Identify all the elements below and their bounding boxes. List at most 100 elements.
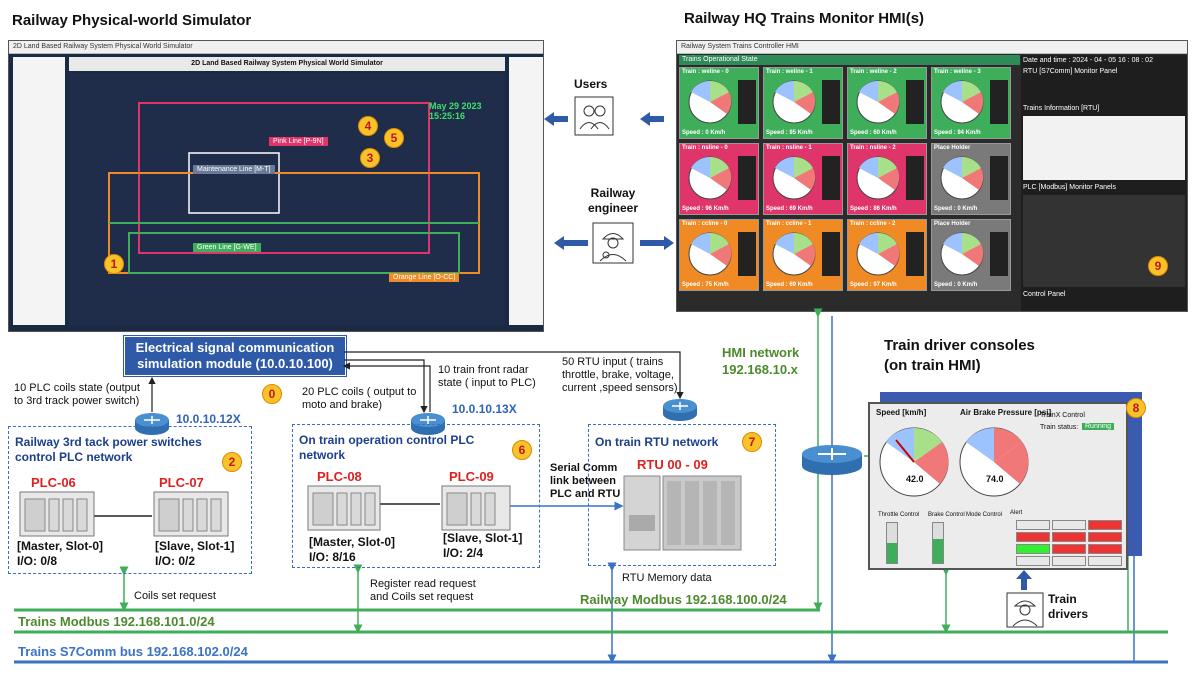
ip-12x: 10.0.10.12X xyxy=(176,412,241,426)
badge-8: 8 xyxy=(1126,398,1146,418)
hmi-train-speed: Speed : 96 Km/h xyxy=(682,206,729,212)
wire-esm-router3 xyxy=(344,351,684,400)
hmi-train-speed: Speed : 94 Km/h xyxy=(934,130,981,136)
console-brake-value: 74.0 xyxy=(986,474,1004,484)
hmi-train-name: Train : ccline - 1 xyxy=(766,221,812,227)
console-throttle-label: Throttle Control xyxy=(878,512,920,518)
simulator-title: Railway Physical-world Simulator xyxy=(12,12,252,29)
railway-modbus-label: Railway Modbus 192.168.100.0/24 xyxy=(580,592,787,607)
console-brake-label: Brake Control xyxy=(928,512,965,518)
hmi-speed-gauge-icon xyxy=(772,232,816,276)
drivers-label: Train drivers xyxy=(1048,592,1089,621)
hmi-tile-readouts xyxy=(738,232,756,276)
maintenance-line-label: Maintenance Line [M-T] xyxy=(193,165,275,174)
badge-3: 3 xyxy=(360,148,380,168)
hmi-screenshot: Railway System Trains Controller HMI Tra… xyxy=(676,40,1188,312)
console-train-status: Train status: xyxy=(1040,424,1079,431)
brake-slider[interactable] xyxy=(932,522,944,564)
badge-7: 7 xyxy=(742,432,762,452)
plc-08-desc: [Master, Slot-0] I/O: 8/16 xyxy=(309,535,396,564)
hmi-train-name: Train : nsline - 2 xyxy=(850,145,896,151)
hmi-train-speed: Speed : 0 Km/h xyxy=(934,282,978,288)
console-screenshot: Speed [km/h] Air Brake Pressure [psi] 42… xyxy=(868,402,1128,570)
hmi-train-speed: Speed : 86 Km/h xyxy=(850,206,897,212)
hmi-speed-gauge-icon xyxy=(940,156,984,200)
group-power-switch-title: Railway 3rd tack power switches control … xyxy=(15,435,202,464)
pink-line-track xyxy=(138,102,430,254)
anno-rtu-input: 50 RTU input ( trains throttle, brake, v… xyxy=(562,356,678,394)
hmi-train-name: Train : weline - 0 xyxy=(682,69,729,75)
hmi-tile-readouts xyxy=(906,80,924,124)
hmi-tile-readouts xyxy=(738,156,756,200)
hmi-speed-gauge-icon xyxy=(772,80,816,124)
console-gauges xyxy=(879,427,1029,497)
console-brake-title: Air Brake Pressure [psi] xyxy=(960,408,1052,417)
simulator-map: Pink Line [P-9N] Maintenance Line [M-T] … xyxy=(69,73,505,325)
simulator-screenshot: 2D Land Based Railway System Physical Wo… xyxy=(8,40,544,332)
simulator-window-bar: 2D Land Based Railway System Physical Wo… xyxy=(9,41,543,54)
router-icon-12x xyxy=(135,413,169,435)
hmi-train-speed: Speed : 69 Km/h xyxy=(766,282,813,288)
ip-13x: 10.0.10.13X xyxy=(452,402,517,416)
console-alert-grid xyxy=(1016,520,1122,566)
plc-09-desc: [Slave, Slot-1] I/O: 2/4 xyxy=(443,531,523,560)
throttle-slider[interactable] xyxy=(886,522,898,564)
hmi-speed-gauge-icon xyxy=(940,232,984,276)
hmi-train-speed: Speed : 0 Km/h xyxy=(934,206,978,212)
console-speed-title: Speed [km/h] xyxy=(876,408,927,417)
rtu-device xyxy=(623,475,742,551)
hmi-train-name: Train : weline - 1 xyxy=(766,69,813,75)
simulator-left-panel xyxy=(13,57,65,325)
plc-08-name: PLC-08 xyxy=(317,469,362,484)
hmi-speed-gauge-icon xyxy=(688,232,732,276)
hmi-trains-table xyxy=(1023,116,1185,180)
green-line-label: Green Line [G-WE] xyxy=(193,243,261,252)
maintenance-line-track xyxy=(188,152,280,214)
hmi-tile-readouts xyxy=(906,232,924,276)
hmi-rtu-panel: RTU [S7Comm] Monitor Panel xyxy=(1023,68,1118,75)
rtu-device-name: RTU 00 - 09 xyxy=(637,457,708,472)
hmi-trains-info: Trains Information [RTU] xyxy=(1023,105,1100,112)
engineer-label: Railway engineer xyxy=(588,186,639,215)
hmi-tile-readouts xyxy=(822,232,840,276)
plc-09-name: PLC-09 xyxy=(449,469,494,484)
hmi-date-time: Date and time : 2024 - 04 - 05 16 : 08 :… xyxy=(1023,57,1153,64)
console-status-value: Running xyxy=(1082,423,1115,430)
hmi-tile-readouts xyxy=(990,232,1008,276)
group-rtu-title: On train RTU network xyxy=(595,435,719,449)
plc-07-device xyxy=(153,491,229,537)
hmi-tile-readouts xyxy=(822,156,840,200)
arrow-engineer-left xyxy=(554,236,588,250)
hmi-train-speed: Speed : 97 Km/h xyxy=(850,282,897,288)
router-icon-rtu xyxy=(663,399,697,421)
hmi-speed-gauge-icon xyxy=(688,80,732,124)
wire-router2-esm xyxy=(342,362,431,412)
hmi-tile-readouts xyxy=(990,80,1008,124)
anno-coils-set-request: Coils set request xyxy=(134,590,216,602)
hmi-speed-gauge-icon xyxy=(856,156,900,200)
hmi-tile-readouts xyxy=(738,80,756,124)
arrow-users-right-tail xyxy=(640,112,664,126)
hmi-network-label: HMI network 192.168.10.x xyxy=(722,345,800,377)
arrow-users-left xyxy=(544,112,568,126)
hmi-control-panel: Control Panel xyxy=(1023,291,1066,298)
console-mode-label: Mode Control xyxy=(966,512,1003,518)
simulator-date: May 29 2023 15:25:16 xyxy=(429,101,482,121)
plc-06-name: PLC-06 xyxy=(31,475,76,490)
orange-line-label: Orange Line [O-CC] xyxy=(389,273,460,282)
anno-plc-coils-20: 20 PLC coils ( output to moto and brake) xyxy=(302,386,417,411)
badge-4: 4 xyxy=(358,116,378,136)
badge-9: 9 xyxy=(1148,256,1168,276)
plc-06-device xyxy=(19,491,95,537)
badge-1: 1 xyxy=(104,254,124,274)
console-train-control[interactable]: TrainX Control xyxy=(1040,412,1085,419)
hmi-train-speed: Speed : 95 Km/h xyxy=(766,130,813,136)
hmi-speed-gauge-icon xyxy=(856,232,900,276)
